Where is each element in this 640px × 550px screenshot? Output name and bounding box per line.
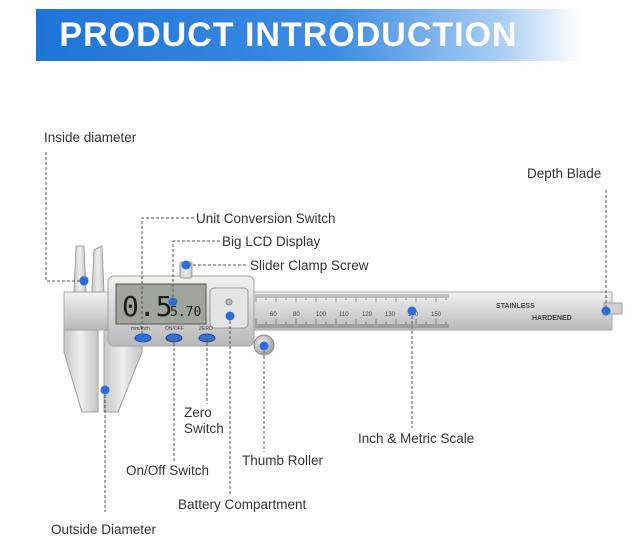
- banner: PRODUCT INTRODUCTION: [36, 9, 581, 61]
- marker-outside-diameter: [100, 385, 110, 395]
- label-big-lcd: Big LCD Display: [222, 234, 321, 249]
- label-depth-blade: Depth Blade: [527, 166, 602, 181]
- label-thumb-roller: Thumb Roller: [242, 453, 324, 468]
- label-on-off: On/Off Switch: [126, 463, 210, 478]
- label-unit-conversion: Unit Conversion Switch: [196, 211, 336, 226]
- markers: [79, 260, 611, 395]
- scale-number: 110: [339, 312, 349, 318]
- outside-jaw-fixed: [63, 329, 99, 413]
- lcd-display: [115, 283, 207, 325]
- battery-compartment: [209, 287, 249, 329]
- zero-button-label: ZERO: [199, 326, 213, 332]
- lcd-small-value: 5.70: [170, 305, 201, 320]
- stamp-hardened: HARDENED: [532, 315, 572, 322]
- scale-ticks: [255, 294, 449, 328]
- leader-big-lcd: [172, 240, 220, 302]
- inside-jaw-sliding: [91, 245, 105, 293]
- marker-depth-blade: [601, 306, 611, 316]
- scale-number: 150: [431, 312, 442, 318]
- scale-number: 130: [385, 312, 396, 318]
- label-zero-switch-line1: Zero: [184, 405, 212, 420]
- stamp-stainless: STAINLESS: [496, 303, 535, 310]
- marker-slider-clamp: [181, 260, 191, 270]
- scale-number: 80: [293, 312, 300, 318]
- scale-number: 100: [316, 312, 327, 318]
- label-slider-clamp: Slider Clamp Screw: [250, 258, 369, 273]
- marker-inch-metric: [407, 306, 417, 316]
- mm-inch-button-label: mm/inch: [131, 326, 150, 332]
- banner-title: PRODUCT INTRODUCTION: [59, 16, 518, 54]
- marker-inside-diameter: [79, 276, 89, 286]
- leader-unit-conversion: [141, 217, 194, 336]
- battery-screw: [225, 298, 233, 306]
- label-inch-metric: Inch & Metric Scale: [358, 431, 475, 446]
- marker-unit-conversion: [137, 333, 147, 343]
- leader-inside-diameter: [45, 152, 84, 282]
- scale-number: 120: [362, 312, 373, 318]
- lcd-main-value: 0.5: [122, 290, 173, 323]
- label-zero-switch-line2: Switch: [184, 421, 224, 436]
- marker-thumb-roller: [259, 341, 269, 351]
- marker-battery: [225, 311, 235, 321]
- scale-number: 60: [270, 312, 277, 318]
- label-inside-diameter: Inside diameter: [44, 130, 137, 145]
- marker-big-lcd: [168, 297, 178, 307]
- leader-lines: [45, 152, 607, 512]
- label-outside-diameter: Outside Diameter: [51, 522, 157, 537]
- on-off-button-label: ON/OFF: [165, 326, 184, 332]
- label-battery: Battery Compartment: [178, 497, 307, 512]
